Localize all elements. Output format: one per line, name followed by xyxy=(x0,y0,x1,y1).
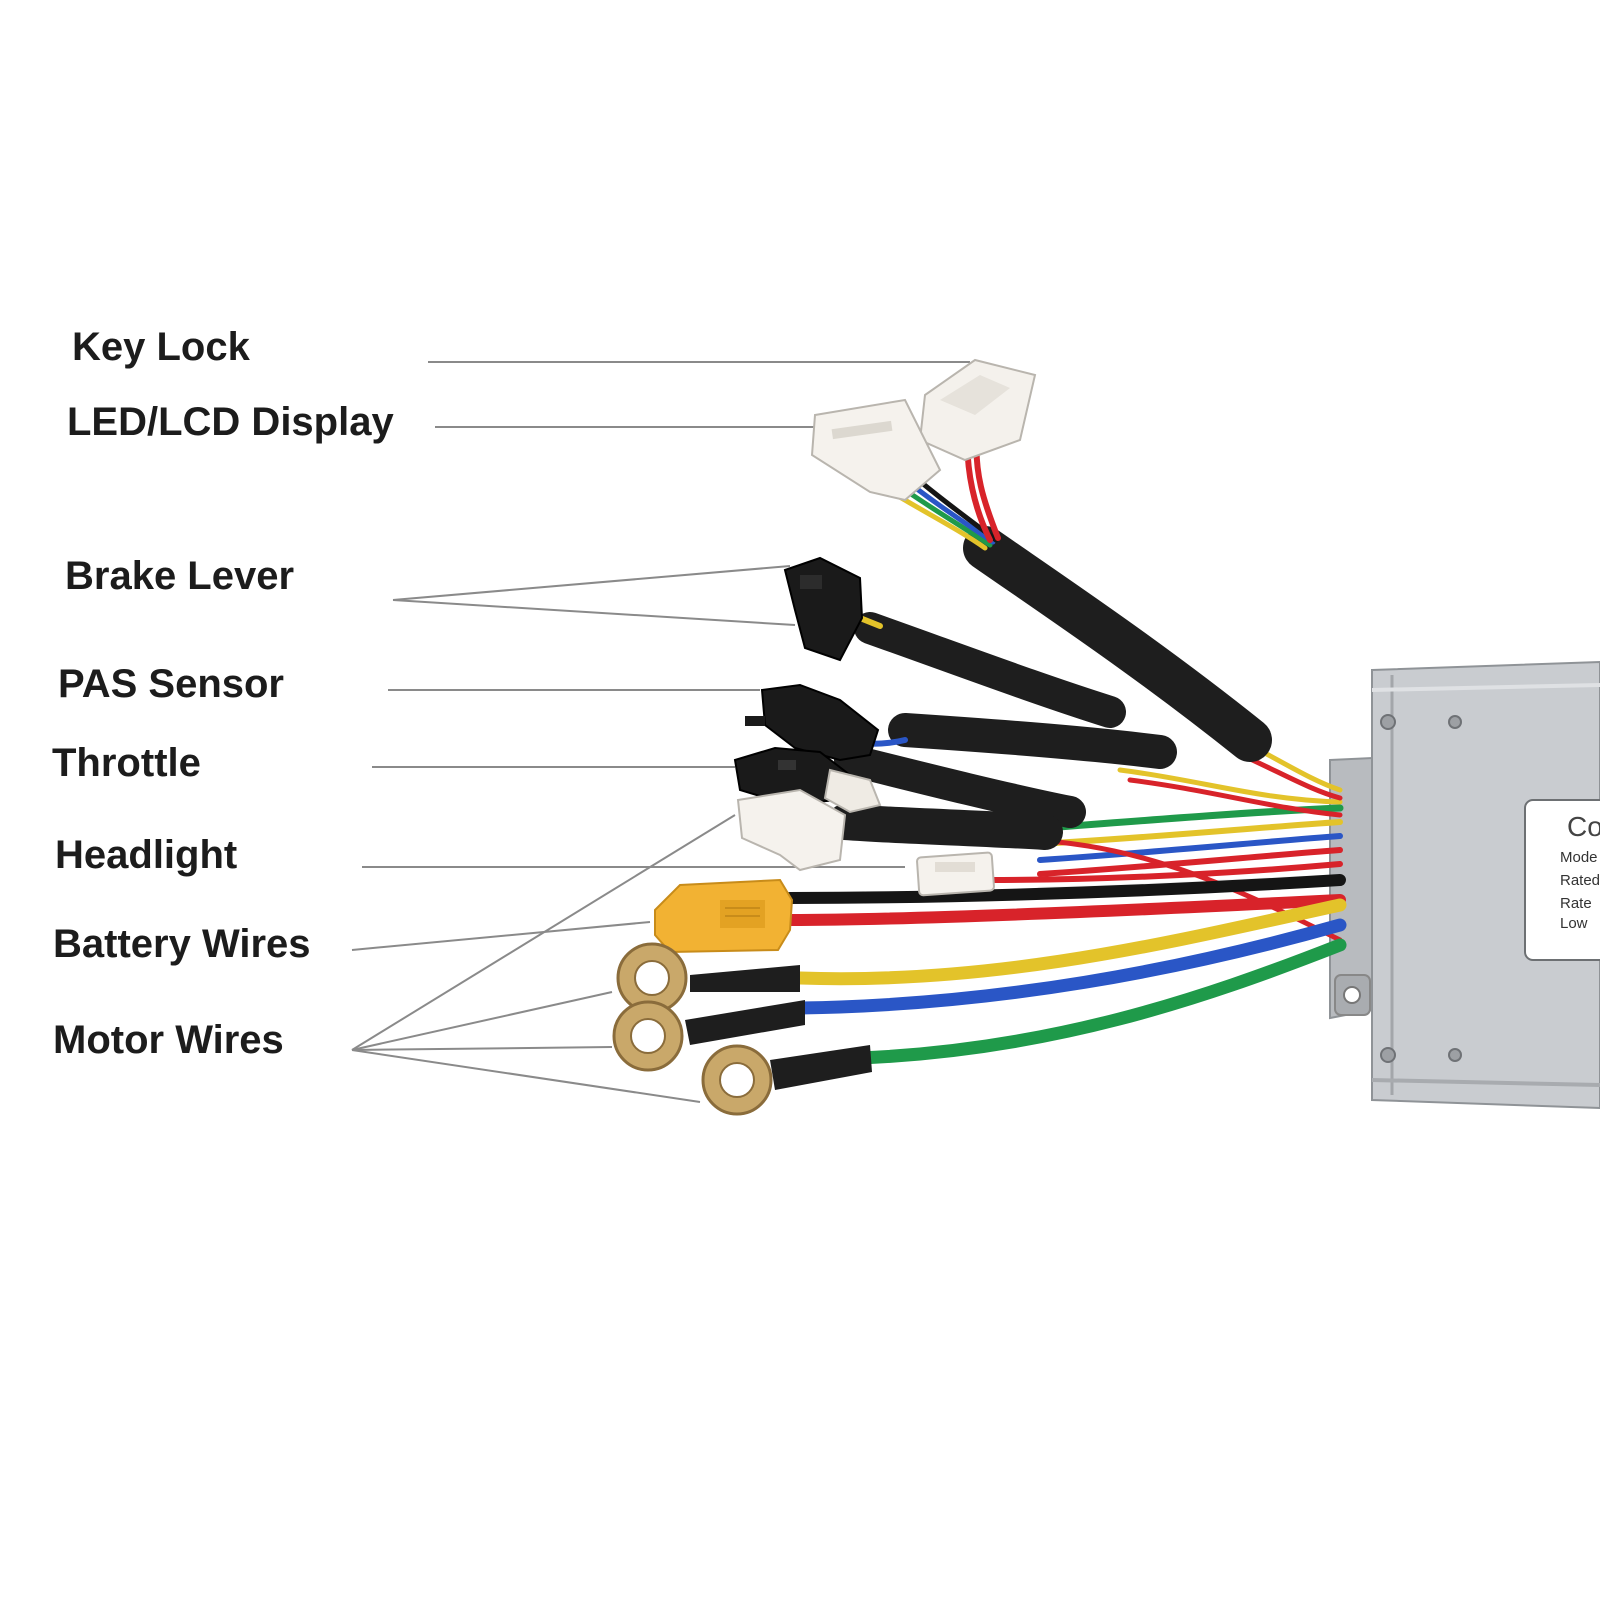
controller-label-title: Co xyxy=(1567,811,1600,842)
key-lock-connector xyxy=(918,358,1037,462)
callout-battery-wires: Battery Wires xyxy=(53,922,311,966)
connectors xyxy=(612,358,1037,1116)
motor-ring-terminal-yellow xyxy=(616,942,800,1014)
motor-ring-terminal-blue xyxy=(612,1000,805,1072)
throttle-cable-sleeve xyxy=(834,744,1086,828)
controller-label-line-1: Mode xyxy=(1560,849,1598,866)
controller-label-line-3: Rate xyxy=(1560,895,1592,912)
callout-brake-lever: Brake Lever xyxy=(65,554,295,598)
controller-label-line-2: Rated xyxy=(1560,872,1600,889)
callout-throttle: Throttle xyxy=(52,741,201,785)
leader-motor-1 xyxy=(351,991,613,1051)
leader-battery xyxy=(351,921,651,951)
callout-key-lock: Key Lock xyxy=(72,325,250,369)
controller-label-line-4: Low xyxy=(1560,915,1588,932)
controller-spec-label xyxy=(1524,799,1600,961)
display-cable-sleeve xyxy=(963,526,1272,762)
cable-bundle xyxy=(784,737,1347,1065)
leader-motor-3 xyxy=(351,1049,701,1103)
leader-brake-2 xyxy=(392,599,796,626)
pas-cable-sleeve xyxy=(888,713,1177,769)
callout-led-lcd-display: LED/LCD Display xyxy=(67,400,394,444)
pas-sensor-connector xyxy=(745,683,880,762)
leader-motor-hall xyxy=(351,814,736,1051)
callout-headlight: Headlight xyxy=(55,833,238,877)
headlight-connector xyxy=(916,851,995,897)
leader-motor-2 xyxy=(351,1046,613,1051)
callout-motor-wires: Motor Wires xyxy=(53,1018,284,1062)
motor-ring-terminal-green xyxy=(701,1044,872,1116)
brake-lever-connector xyxy=(783,556,864,662)
callout-pas-sensor: PAS Sensor xyxy=(58,662,284,706)
battery-xt60-connector xyxy=(654,878,794,954)
motor-hall-connector xyxy=(736,768,882,872)
controller-housing: Co Mode Rated Rate Low xyxy=(1329,660,1600,1110)
display-connector xyxy=(810,398,942,502)
brake-cable-sleeve xyxy=(854,612,1126,728)
leader-brake-1 xyxy=(392,565,791,601)
leader-lines xyxy=(351,361,970,1103)
motor-hall-cable-sleeve xyxy=(827,804,1063,850)
heat-shrink-sleeves xyxy=(827,526,1272,850)
